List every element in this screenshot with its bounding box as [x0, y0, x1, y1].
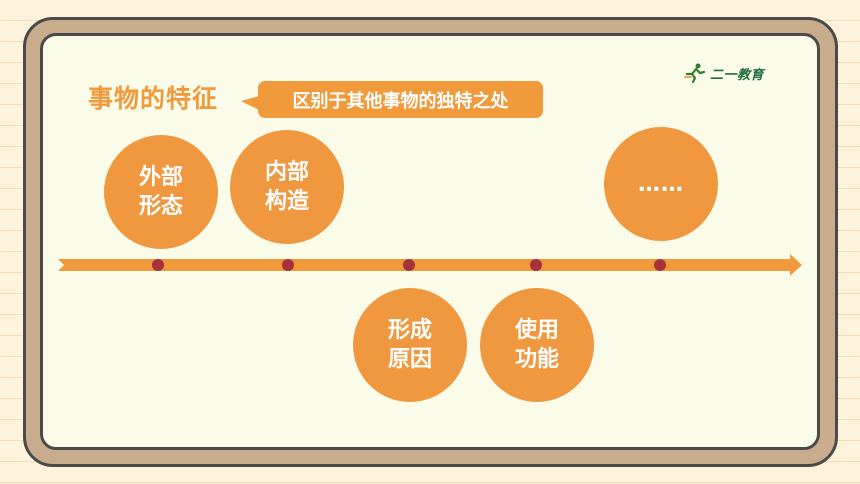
logo-text: 二一教育 — [710, 67, 765, 83]
feature-circle-internal-structure: 内部 构造 — [230, 130, 344, 244]
timeline-dot — [282, 259, 294, 271]
feature-label: 内部 构造 — [264, 160, 309, 214]
timeline-dot — [654, 259, 666, 271]
feature-label: 形成 原因 — [387, 318, 432, 372]
slide-title: 事物的特征 — [88, 84, 219, 113]
runner-icon — [684, 63, 706, 83]
feature-label: 使用 功能 — [514, 318, 559, 372]
feature-circle-usage-function: 使用 功能 — [480, 288, 594, 402]
feature-circle-formation-cause: 形成 原因 — [353, 288, 467, 402]
feature-label: …… — [638, 171, 684, 197]
feature-circle-external-form: 外部 形态 — [104, 135, 218, 249]
logo: 二一教育 — [683, 62, 764, 84]
timeline-bar — [58, 254, 802, 276]
definition-callout: 区别于其他事物的独特之处 — [258, 81, 543, 118]
feature-label: 外部 形态 — [138, 165, 183, 219]
callout-tail — [241, 96, 259, 110]
feature-circle-more: …… — [604, 127, 718, 241]
timeline-dot — [530, 259, 542, 271]
timeline-dot — [403, 259, 415, 271]
timeline-dot — [152, 259, 164, 271]
